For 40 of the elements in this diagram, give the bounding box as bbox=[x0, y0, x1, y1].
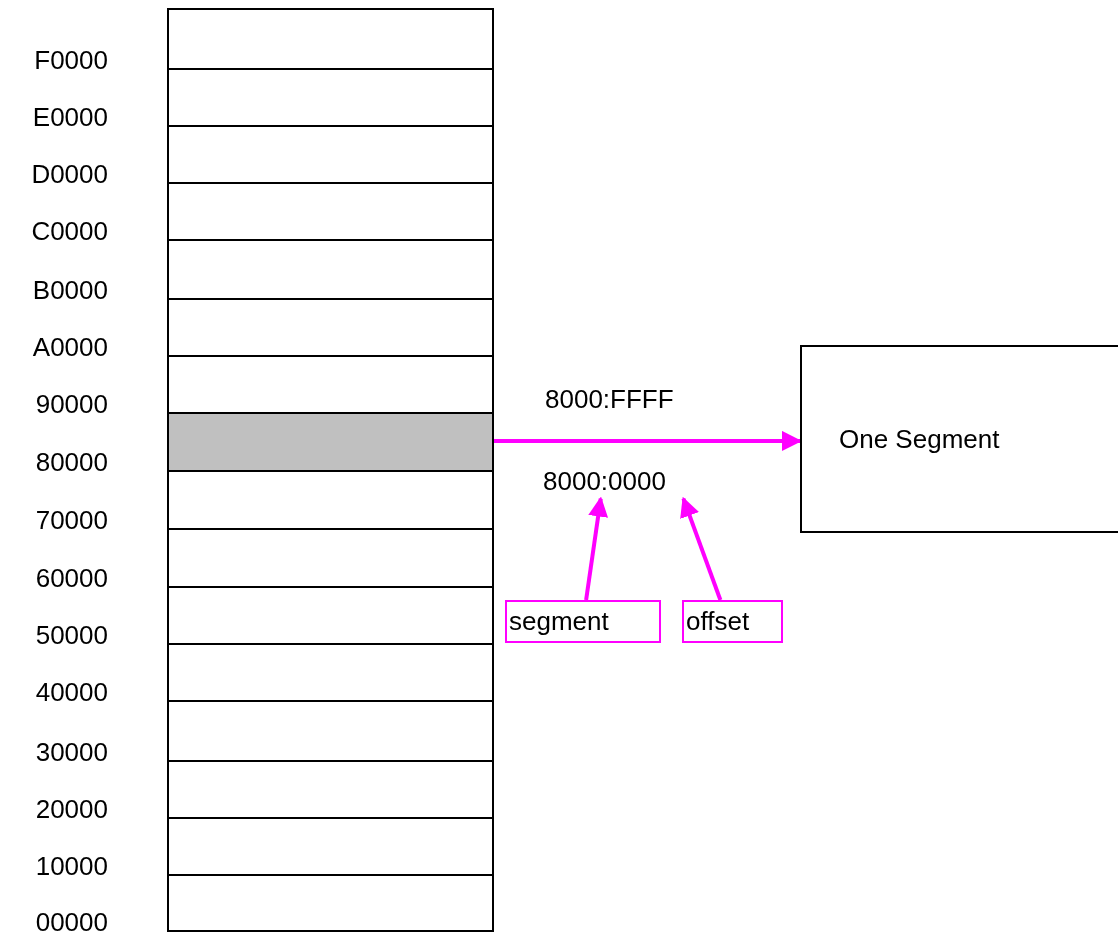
memory-cell bbox=[167, 125, 494, 182]
address-label: 60000 bbox=[34, 563, 108, 594]
callout-box: segment bbox=[505, 600, 661, 643]
address-label: 00000 bbox=[34, 907, 108, 938]
memory-cell bbox=[167, 355, 494, 412]
memory-cell bbox=[167, 760, 494, 817]
address-label: C0000 bbox=[30, 216, 108, 247]
memory-cell bbox=[167, 239, 494, 298]
address-text: 8000:FFFF bbox=[545, 384, 675, 415]
memory-cell bbox=[167, 470, 494, 528]
address-label: 40000 bbox=[34, 677, 108, 708]
memory-cell bbox=[167, 182, 494, 239]
address-text: 8000:0000 bbox=[543, 465, 699, 497]
memory-cell bbox=[167, 8, 494, 68]
address-label: 10000 bbox=[34, 851, 108, 882]
address-label: E0000 bbox=[31, 102, 108, 133]
memory-cell bbox=[167, 700, 494, 760]
address-label: B0000 bbox=[31, 275, 108, 306]
address-label: 20000 bbox=[34, 794, 108, 825]
callout-box: offset bbox=[682, 600, 783, 643]
address-label: 70000 bbox=[34, 505, 108, 536]
memory-cell bbox=[167, 817, 494, 874]
memory-cell bbox=[167, 586, 494, 643]
arrow bbox=[680, 496, 723, 601]
address-label: 90000 bbox=[34, 389, 108, 420]
address-label: A0000 bbox=[31, 332, 108, 363]
memory-cell bbox=[167, 68, 494, 125]
address-label: D0000 bbox=[30, 159, 108, 190]
memory-cell bbox=[167, 412, 494, 470]
memory-cell bbox=[167, 298, 494, 355]
address-label: 50000 bbox=[34, 620, 108, 651]
memory-cell bbox=[167, 643, 494, 700]
memory-cell bbox=[167, 528, 494, 586]
address-label: F0000 bbox=[33, 45, 108, 76]
arrow bbox=[494, 430, 802, 451]
address-label: 80000 bbox=[34, 447, 108, 478]
address-label: 30000 bbox=[34, 737, 108, 768]
segment-box: One Segment bbox=[800, 345, 1118, 533]
arrow bbox=[584, 496, 609, 601]
memory-cell bbox=[167, 874, 494, 932]
